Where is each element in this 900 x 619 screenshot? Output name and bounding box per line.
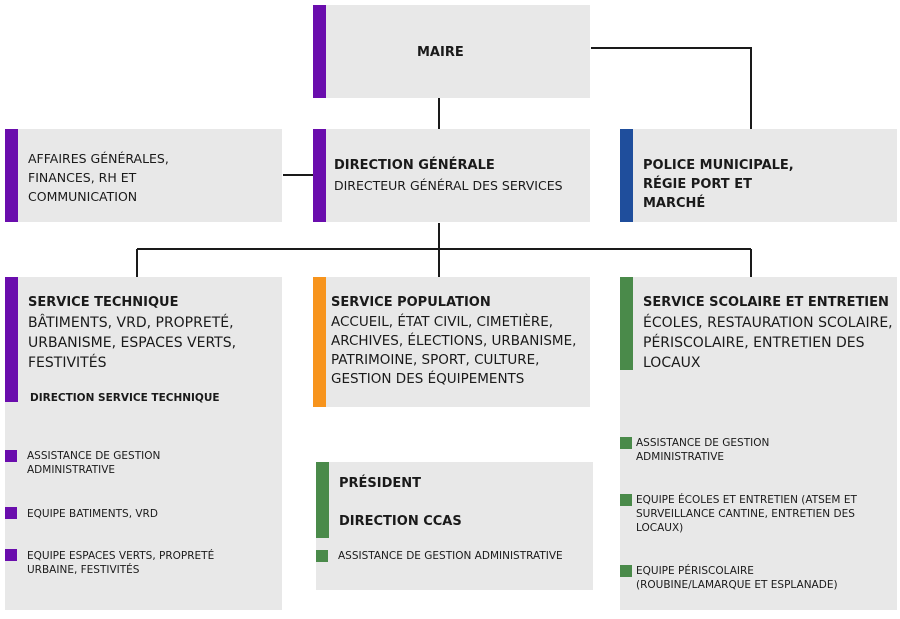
st-item-marker [5, 549, 17, 561]
police-accent-bar [620, 129, 633, 222]
st-item-espaces-verts: EQUIPE ESPACES VERTS, PROPRETÉ URBAINE, … [27, 550, 215, 576]
ccas-item-assistance: ASSISTANCE DE GESTION ADMINISTRATIVE [338, 550, 563, 562]
service-population-accent-bar [313, 277, 326, 407]
service-population-description: ACCUEIL, ÉTAT CIVIL, CIMETIÈRE, ARCHIVES… [331, 314, 577, 387]
affaires-text: AFFAIRES GÉNÉRALES, FINANCES, RH ET COMM… [28, 151, 169, 204]
service-technique-accent-bar [5, 277, 18, 402]
service-scolaire-accent-bar [620, 277, 633, 370]
ss-item-assistance: ASSISTANCE DE GESTION ADMINISTRATIVE [636, 437, 770, 463]
service-technique-direction: DIRECTION SERVICE TECHNIQUE [30, 392, 220, 404]
maire-accent-bar [313, 5, 326, 98]
st-item-assistance: ASSISTANCE DE GESTION ADMINISTRATIVE [27, 450, 161, 476]
maire-box: MAIRE [313, 5, 590, 98]
affaires-accent-bar [5, 129, 18, 222]
police-box: POLICE MUNICIPALE, RÉGIE PORT ET MARCHÉ [620, 129, 897, 222]
police-title: POLICE MUNICIPALE, RÉGIE PORT ET MARCHÉ [643, 158, 794, 211]
ccas-president: PRÉSIDENT [339, 476, 422, 491]
service-population-box: SERVICE POPULATION ACCUEIL, ÉTAT CIVIL, … [313, 277, 590, 407]
direction-generale-box: DIRECTION GÉNÉRALE DIRECTEUR GÉNÉRAL DES… [313, 129, 590, 222]
ccas-accent-bar [316, 462, 329, 538]
affaires-box: AFFAIRES GÉNÉRALES, FINANCES, RH ET COMM… [5, 129, 282, 222]
maire-title: MAIRE [417, 45, 464, 60]
st-item-batiments: EQUIPE BATIMENTS, VRD [27, 508, 158, 520]
ss-item-marker [620, 494, 632, 506]
ccas-box: PRÉSIDENT DIRECTION CCAS ASSISTANCE DE G… [316, 462, 593, 590]
ccas-direction: DIRECTION CCAS [339, 514, 462, 529]
service-scolaire-title: SERVICE SCOLAIRE ET ENTRETIEN [643, 295, 889, 310]
ccas-item-marker [316, 550, 328, 562]
connector-maire-police [591, 47, 752, 129]
st-item-marker [5, 507, 17, 519]
service-scolaire-box: SERVICE SCOLAIRE ET ENTRETIEN ÉCOLES, RE… [620, 277, 897, 610]
direction-generale-title: DIRECTION GÉNÉRALE [334, 158, 495, 173]
service-technique-title: SERVICE TECHNIQUE [28, 295, 179, 310]
service-population-title: SERVICE POPULATION [331, 295, 491, 310]
ss-item-marker [620, 565, 632, 577]
ss-item-marker [620, 437, 632, 449]
service-technique-box: SERVICE TECHNIQUE BÂTIMENTS, VRD, PROPRE… [5, 277, 282, 610]
service-scolaire-description: ÉCOLES, RESTAURATION SCOLAIRE, PÉRISCOLA… [643, 315, 893, 371]
st-item-marker [5, 450, 17, 462]
ss-item-periscolaire: EQUIPE PÉRISCOLAIRE (ROUBINE/LAMARQUE ET… [636, 565, 838, 591]
direction-generale-subtitle: DIRECTEUR GÉNÉRAL DES SERVICES [334, 178, 563, 193]
ss-item-ecoles: EQUIPE ÉCOLES ET ENTRETIEN (ATSEM ET SUR… [636, 494, 857, 534]
direction-generale-accent-bar [313, 129, 326, 222]
service-technique-description: BÂTIMENTS, VRD, PROPRETÉ, URBANISME, ESP… [28, 315, 237, 371]
